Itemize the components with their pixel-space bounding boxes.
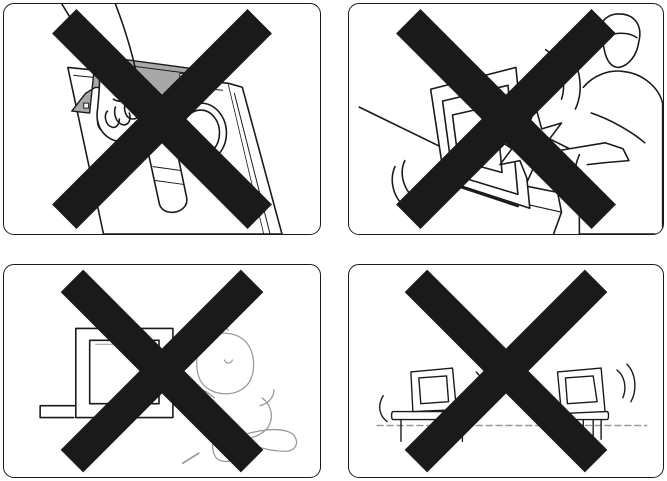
warning-panel-unstable: [348, 264, 664, 478]
cross-icon: [4, 4, 320, 234]
cross-icon: [349, 4, 663, 234]
warning-panel-bump: [348, 3, 664, 235]
cross-icon: [4, 265, 320, 477]
cross-icon: [349, 265, 663, 477]
warning-panel-child: [3, 264, 321, 478]
warning-panel-lift-bracket: [3, 3, 321, 235]
